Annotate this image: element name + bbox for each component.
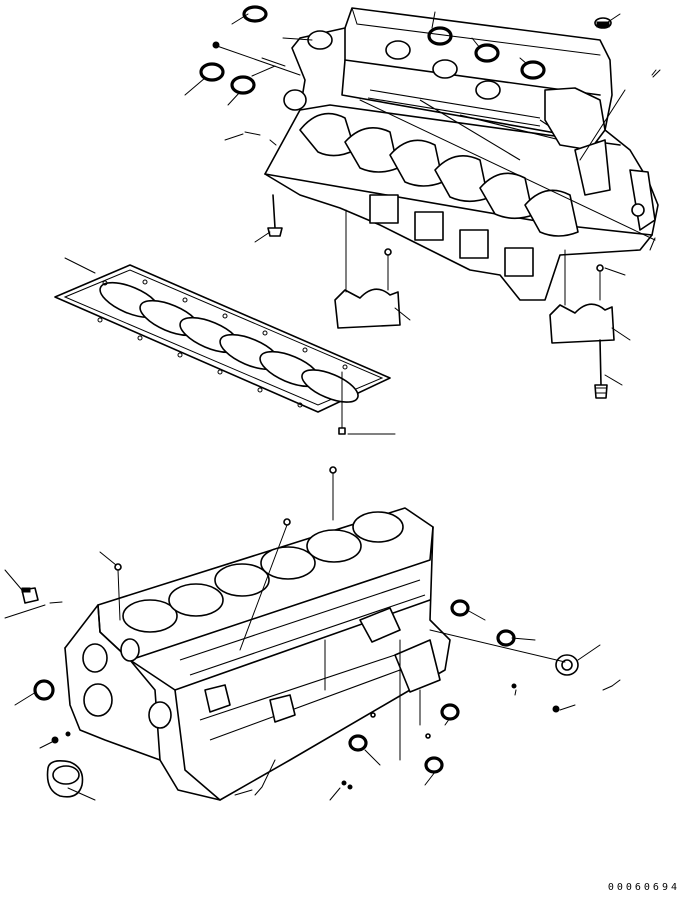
drawing-number: 00060694	[607, 882, 680, 893]
upper-cylinder-block	[264, 7, 659, 301]
lower-loose-parts	[21, 466, 613, 798]
o-ring	[450, 599, 470, 617]
gasket-bores	[99, 281, 359, 403]
o-ring	[199, 62, 225, 82]
main-bearing-webs	[299, 112, 579, 277]
o-ring	[474, 43, 500, 63]
o-ring	[440, 703, 460, 721]
lower-cylinder-block	[64, 507, 451, 801]
o-ring	[348, 734, 368, 752]
o-ring	[230, 75, 256, 95]
upper-loose-parts	[199, 5, 657, 237]
leader-lines	[4, 11, 661, 801]
o-ring	[424, 756, 444, 774]
main-bearing-caps	[334, 209, 615, 399]
cylinder-head-gasket	[54, 264, 391, 435]
upper-block-bores	[283, 30, 501, 111]
o-ring	[33, 679, 55, 701]
o-ring	[427, 26, 453, 46]
small-plug	[212, 41, 220, 49]
o-ring	[242, 5, 268, 23]
o-ring	[520, 60, 546, 80]
lower-block-bores	[122, 511, 404, 633]
